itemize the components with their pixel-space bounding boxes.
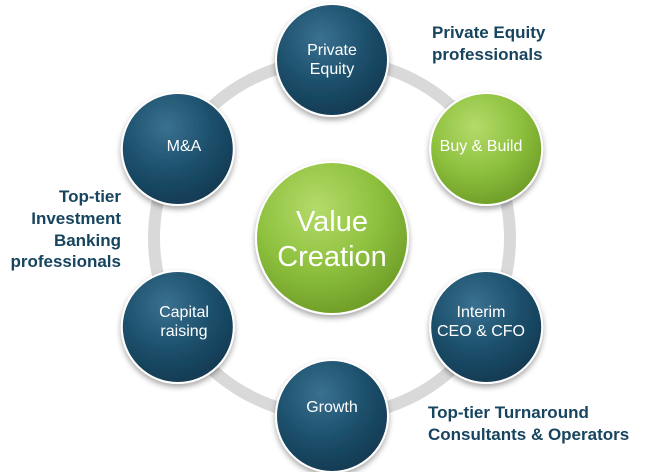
node-interim-ceo-cfo-circle [429, 270, 544, 384]
caption-turnaround-consultants: Top-tier Turnaround Consultants & Operat… [428, 403, 630, 444]
node-growth-circle [275, 359, 389, 472]
node-buy-and-build-circle [429, 92, 544, 206]
node-ma-circle [120, 92, 235, 206]
node-capital-raising-circle [120, 270, 235, 384]
center-value-creation-circle [255, 161, 409, 315]
node-private-equity-circle [275, 3, 389, 117]
caption-investment-banking-professionals: Top-tier Investment Banking professional… [10, 187, 121, 272]
caption-private-equity-professionals: Private Equity professionals [432, 23, 546, 64]
